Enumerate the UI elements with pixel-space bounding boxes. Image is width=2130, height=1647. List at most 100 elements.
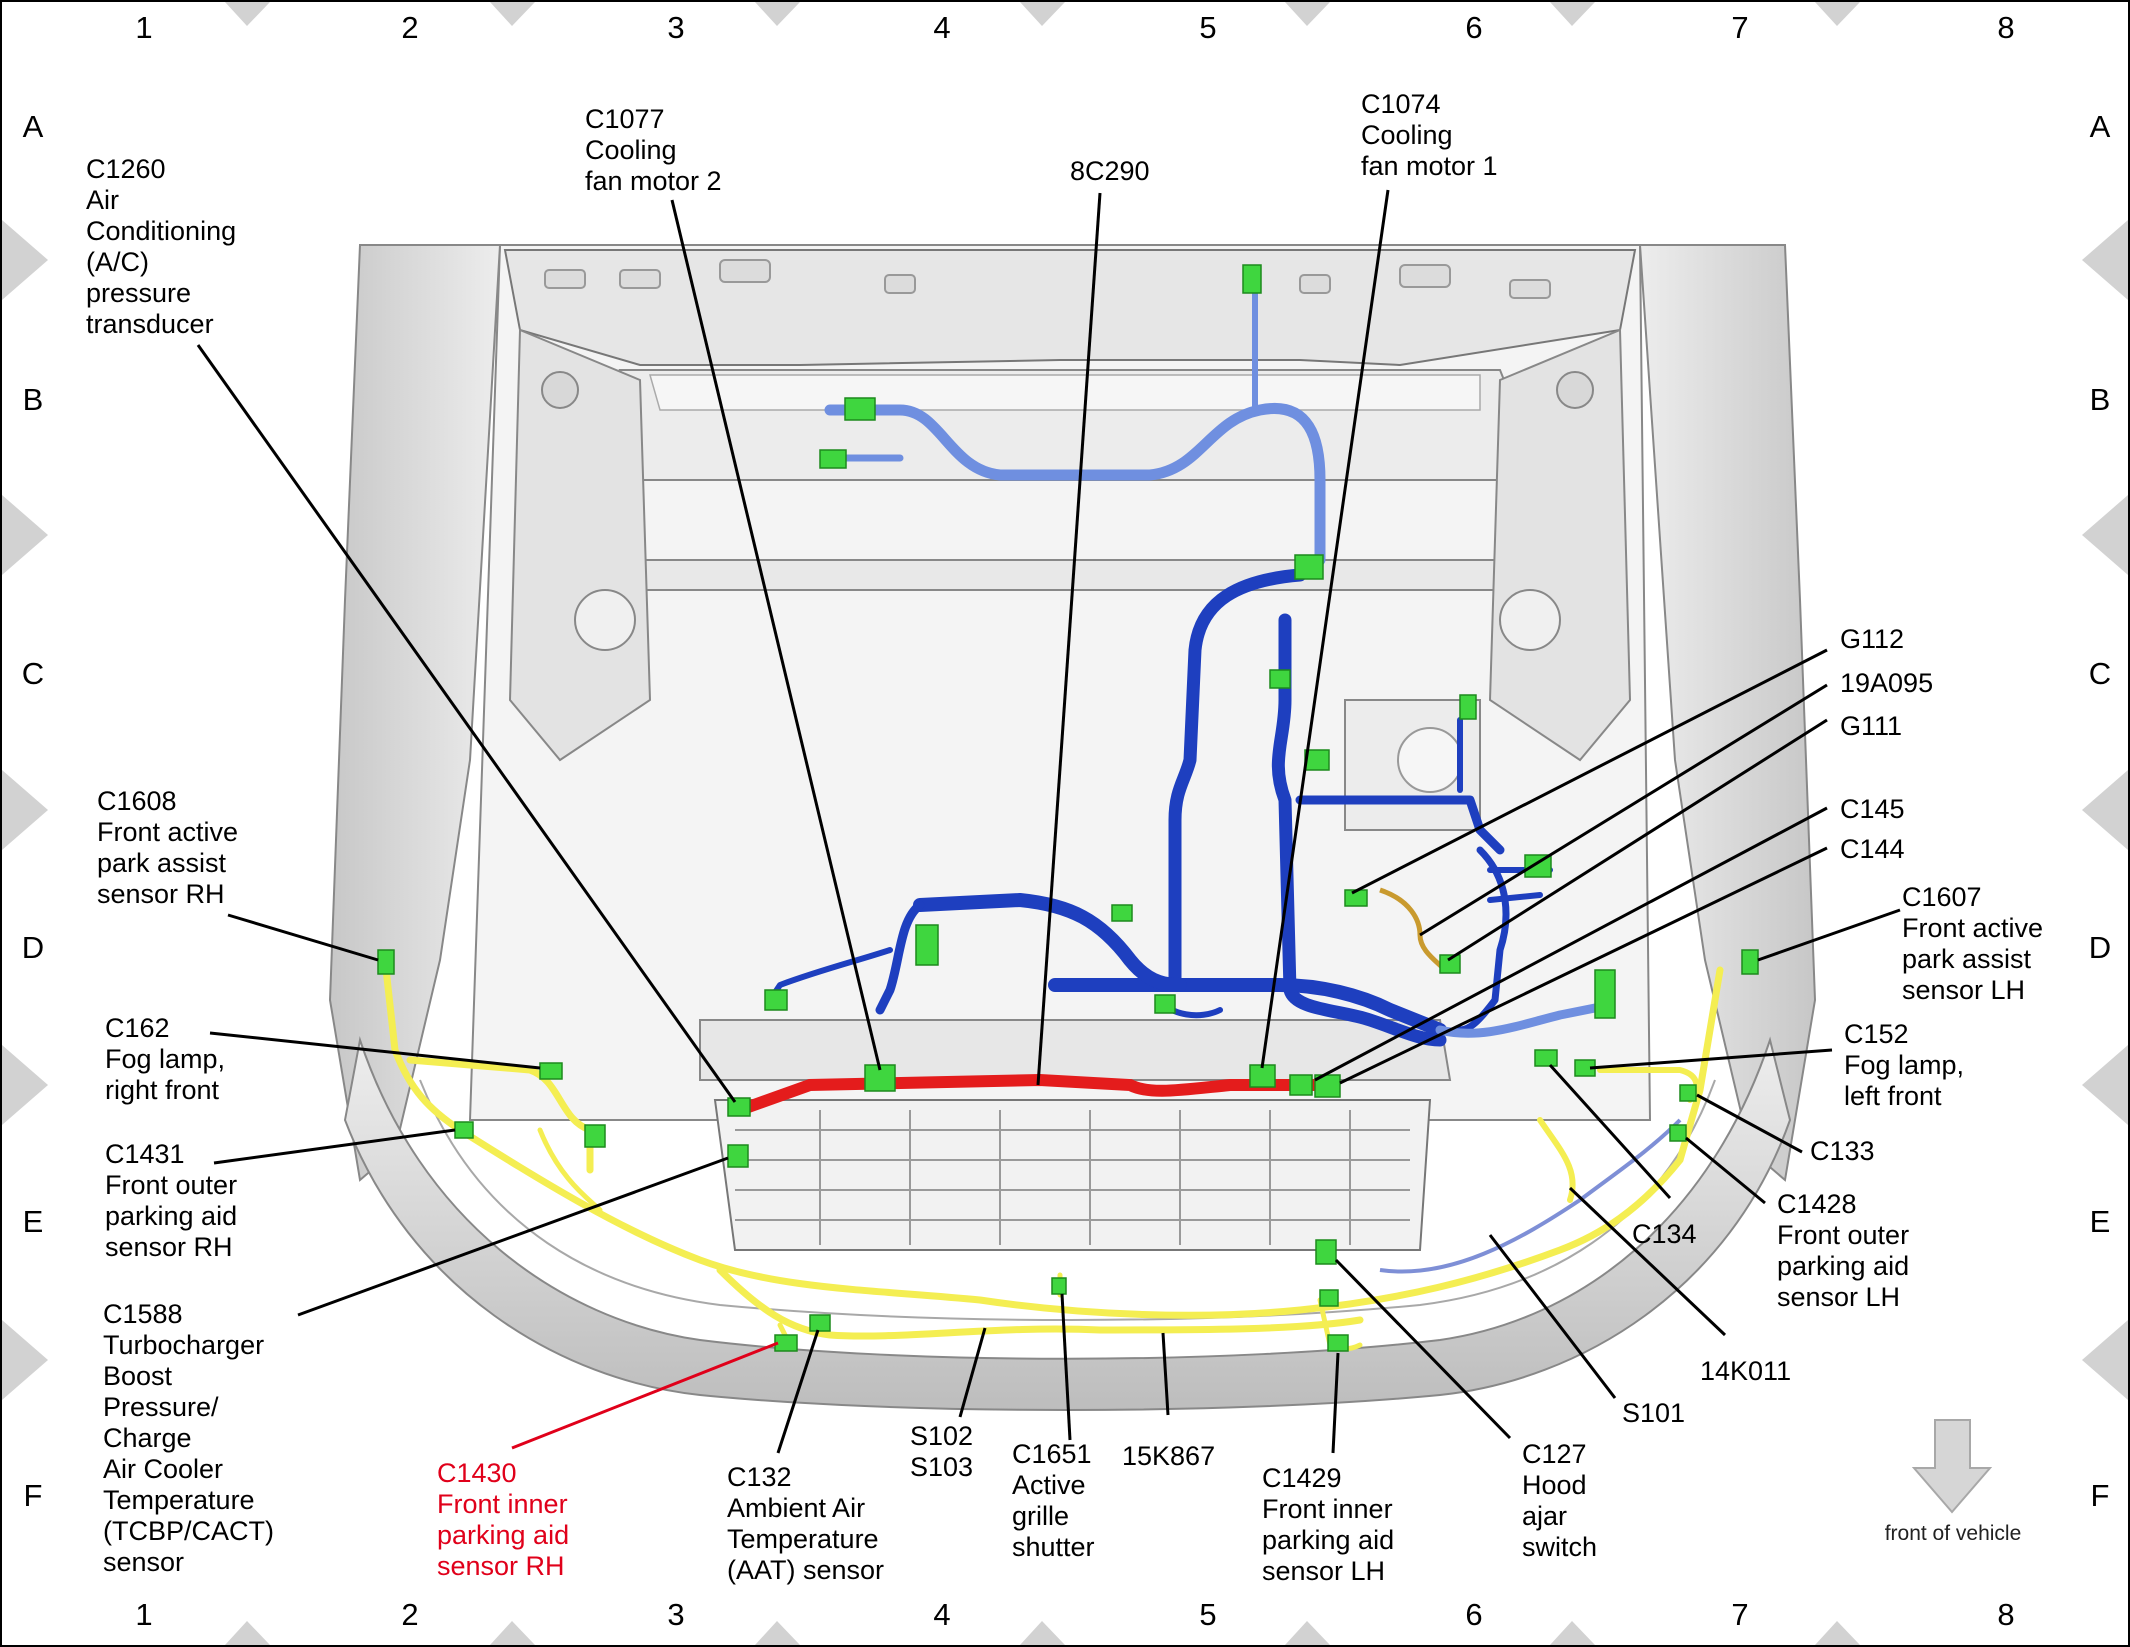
connector-c1074	[1249, 1064, 1276, 1088]
shock-tower-rh	[508, 328, 652, 762]
label-g112: G112	[1840, 624, 1904, 654]
connector-g111	[1439, 954, 1461, 974]
callout-labels: C1260 Air Conditioning (A/C) pressure tr…	[86, 89, 2051, 1586]
connector	[1459, 694, 1477, 720]
label-8c290: 8C290	[1070, 156, 1150, 186]
bumper-harness-blue-branch	[1379, 1118, 1682, 1274]
top-chevrons	[225, 2, 1860, 26]
connector-c1431	[454, 1121, 474, 1139]
label-c1429: C1429 Front inner parking aid sensor LH	[1262, 1463, 1402, 1586]
grid-column-labels-top: 1 2 3 4 5 6 7 8	[135, 10, 2014, 45]
radiator-support-bar	[639, 559, 1547, 591]
connector-c134	[1534, 1049, 1558, 1067]
grid-row-label: F	[2091, 1478, 2110, 1513]
grid-row-label: B	[23, 382, 44, 417]
connector	[1524, 854, 1552, 878]
grid-col-label: 6	[1465, 1597, 1482, 1632]
grid-row-label: F	[24, 1478, 43, 1513]
connector-c1651	[1051, 1277, 1067, 1295]
connector-c162	[539, 1062, 563, 1080]
grid-col-label: 6	[1465, 10, 1482, 45]
grid-row-label: E	[2090, 1204, 2111, 1239]
connector-c132	[809, 1314, 831, 1332]
grid-column-labels-bottom: 1 2 3 4 5 6 7 8	[135, 1597, 2014, 1632]
connector	[584, 1124, 606, 1148]
front-bumper-cover	[343, 1036, 1792, 1411]
grid-col-label: 7	[1731, 1597, 1748, 1632]
label-19a095: 19A095	[1840, 668, 1933, 698]
connector-c1428	[1669, 1124, 1687, 1142]
leader-lines	[196, 189, 1901, 1454]
bottom-chevrons	[225, 1621, 1860, 1645]
connector	[1294, 554, 1324, 580]
grid-col-label: 3	[667, 1597, 684, 1632]
connector-c1074-top	[1242, 264, 1262, 294]
label-c132: C132 Ambient Air Temperature (AAT) senso…	[727, 1462, 886, 1585]
label-s101: S101	[1622, 1398, 1685, 1428]
connector-c1607	[1741, 949, 1759, 975]
connector-c145	[1289, 1074, 1313, 1096]
label-s102-s103: S102 S103	[910, 1421, 981, 1482]
label-c152: C152 Fog lamp, left front	[1844, 1019, 1972, 1111]
connector-c1430	[774, 1334, 798, 1352]
grid-row-labels-left: A B C D E F	[22, 109, 44, 1513]
grid-row-label: C	[22, 656, 44, 691]
grid-col-label: 3	[667, 10, 684, 45]
grid-row-label: B	[2090, 382, 2111, 417]
grid-row-label: E	[23, 1204, 44, 1239]
label-c1428: C1428 Front outer parking aid sensor LH	[1777, 1189, 1917, 1312]
grid-col-label: 1	[135, 10, 152, 45]
shutter-harness	[734, 1073, 1326, 1116]
label-c134: C134	[1632, 1219, 1697, 1249]
label-c144: C144	[1840, 834, 1905, 864]
grid-col-label: 4	[933, 10, 950, 45]
grid-col-label: 8	[1997, 10, 2014, 45]
connector	[1594, 969, 1616, 1019]
right-chevrons	[2082, 220, 2128, 1400]
fender-lh	[1638, 244, 1817, 1182]
grid-row-label: D	[2089, 930, 2111, 965]
down-arrow-icon	[1911, 1419, 1993, 1514]
label-c1651: C1651 Active grille shutter	[1012, 1439, 1099, 1562]
connector	[1154, 994, 1176, 1014]
label-14k011: 14K011	[1700, 1356, 1791, 1386]
grid-col-label: 1	[135, 1597, 152, 1632]
label-c1588: C1588 Turbocharger Boost Pressure/ Charg…	[103, 1299, 282, 1577]
grid-col-label: 5	[1199, 1597, 1216, 1632]
label-c133: C133	[1810, 1136, 1875, 1166]
grid-row-label: A	[2090, 109, 2111, 144]
lower-radiator-support	[699, 1019, 1452, 1081]
grid-row-label: D	[22, 930, 44, 965]
connector-c133	[1679, 1084, 1697, 1102]
label-15k867: 15K867	[1122, 1441, 1215, 1471]
connector	[819, 449, 847, 469]
grid-col-label: 7	[1731, 10, 1748, 45]
front-of-vehicle-label: front of vehicle	[1885, 1522, 2022, 1545]
grid-col-label: 5	[1199, 10, 1216, 45]
connector	[1111, 904, 1133, 922]
connector	[844, 397, 876, 421]
connector-c1608	[377, 949, 395, 975]
grid-col-label: 4	[933, 1597, 950, 1632]
cowl-panel	[503, 249, 1637, 367]
label-c1608: C1608 Front active park assist sensor RH	[97, 786, 246, 909]
label-c1074: C1074 Cooling fan motor 1	[1361, 89, 1498, 181]
connector-c1260	[727, 1097, 751, 1117]
label-c1431: C1431 Front outer parking aid sensor RH	[105, 1139, 245, 1262]
connector-c1588	[727, 1144, 749, 1168]
label-c1607: C1607 Front active park assist sensor LH	[1902, 882, 2051, 1005]
label-c1430: C1430 Front inner parking aid sensor RH	[437, 1458, 577, 1581]
front-of-vehicle-indicator: front of vehicle	[1885, 1419, 2022, 1545]
shock-tower-lh	[1488, 328, 1632, 762]
label-c127: C127 Hood ajar switch	[1522, 1439, 1597, 1562]
label-c1260: C1260 Air Conditioning (A/C) pressure tr…	[86, 154, 244, 339]
grid-row-label: A	[23, 109, 44, 144]
grid-col-label: 2	[401, 10, 418, 45]
label-c145: C145	[1840, 794, 1905, 824]
connector-c1429-upper	[1319, 1289, 1339, 1307]
connector	[764, 989, 788, 1011]
grid-row-labels-right: A B C D E F	[2089, 109, 2111, 1513]
